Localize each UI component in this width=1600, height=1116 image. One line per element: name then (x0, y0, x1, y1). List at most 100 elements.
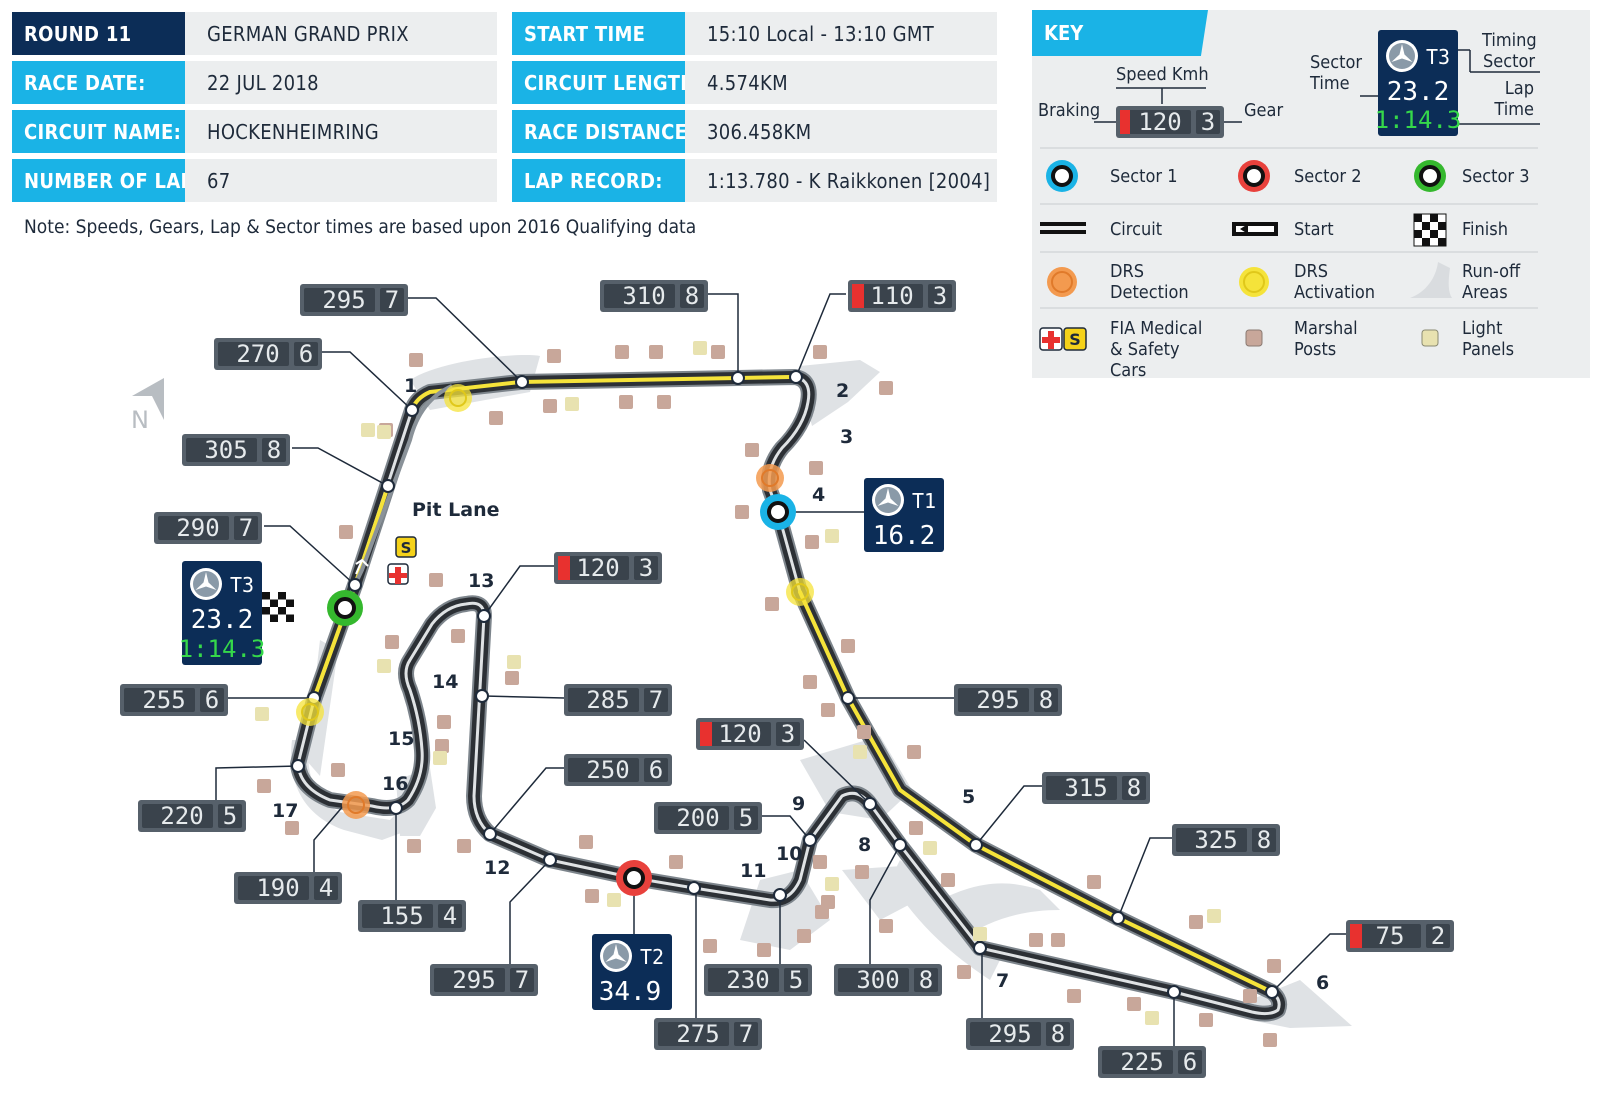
speed-value: 295 (976, 686, 1019, 714)
timing-box-t1: T1 16.2 (864, 478, 944, 552)
key-medical-safety-icon: S (1039, 327, 1087, 351)
light-panel (361, 423, 375, 437)
gear-value: 7 (649, 686, 663, 714)
circuit-name-value: HOCKENHEIMRING (185, 110, 497, 153)
marshal-post (331, 763, 345, 777)
north-label: N (131, 406, 149, 434)
key-finish-label: Finish (1462, 219, 1508, 240)
drs-activation-markers (296, 384, 814, 726)
light-panel (377, 425, 391, 439)
marshal-post (797, 929, 811, 943)
speed-box: 120 3 (696, 718, 804, 750)
speed-value: 120 (576, 554, 619, 582)
north-arrow-icon (132, 378, 164, 420)
light-panel (923, 841, 937, 855)
gear-value: 3 (639, 554, 653, 582)
marshal-post (409, 353, 423, 367)
marshal-post (841, 639, 855, 653)
race-date-value: 22 JUL 2018 (185, 61, 497, 104)
marshal-post (451, 629, 465, 643)
light-panel (825, 529, 839, 543)
key-light-panels-label: Light Panels (1462, 318, 1515, 360)
key-safety-badge: S (1069, 330, 1081, 349)
marshal-post (1199, 1013, 1213, 1027)
gear-value: 4 (319, 874, 333, 902)
gear-value: 8 (919, 966, 933, 994)
key-drs-activation-label: DRS Activation (1294, 261, 1376, 303)
braking-indicator (852, 284, 864, 308)
key-timing-sector-label: Timing Sector (1482, 30, 1537, 72)
marshal-post (429, 573, 443, 587)
turn-13: 13 (468, 570, 494, 592)
speed-value: 155 (380, 902, 423, 930)
gear-value: 4 (443, 902, 457, 930)
marshal-post (615, 345, 629, 359)
gear-value: 6 (1183, 1048, 1197, 1076)
marshal-post (435, 739, 449, 753)
marshal-post (909, 821, 923, 835)
key-braking-label: Braking (1038, 100, 1101, 121)
gear-value: 6 (299, 340, 313, 368)
key-sample-speed: 120 (1138, 108, 1181, 136)
speed-value: 255 (142, 686, 185, 714)
race-name: GERMAN GRAND PRIX (185, 12, 497, 55)
braking-indicator (558, 556, 570, 580)
key-gear-label: Gear (1244, 100, 1284, 121)
safety-car-badge: S (395, 536, 417, 558)
key-medical-label: FIA Medical & Safety Cars (1110, 318, 1203, 381)
svg-text:S: S (401, 539, 412, 557)
marshal-post (1029, 933, 1043, 947)
speed-value: 120 (718, 720, 761, 748)
key-start-icon (1232, 222, 1278, 236)
marshal-post (765, 597, 779, 611)
marshal-post (857, 725, 871, 739)
key-start-label: Start (1294, 219, 1334, 240)
light-panel (255, 707, 269, 721)
data-note: Note: Speeds, Gears, Lap & Sector times … (24, 216, 697, 238)
speed-box: 270 6 (214, 338, 322, 370)
marshal-post (585, 889, 599, 903)
gear-value: 3 (781, 720, 795, 748)
marshal-post (805, 535, 819, 549)
key-sample-sector-time: 23.2 (1387, 77, 1450, 107)
marshal-post (815, 905, 829, 919)
gear-value: 8 (1051, 1020, 1065, 1048)
speed-value: 270 (236, 340, 279, 368)
turn-2: 2 (836, 380, 849, 402)
gear-value: 6 (649, 756, 663, 784)
race-distance-label: RACE DISTANCE: (512, 110, 694, 153)
svg-text:T1: T1 (912, 489, 936, 513)
gear-value: 5 (789, 966, 803, 994)
turn-10: 10 (776, 843, 802, 865)
start-time-value: 15:10 Local - 13:10 GMT (685, 12, 997, 55)
marshal-post (437, 715, 451, 729)
timing-box-t2: T2 34.9 (592, 934, 672, 1010)
laps-value: 67 (185, 159, 497, 202)
svg-text:T3: T3 (230, 573, 254, 597)
speed-value: 295 (322, 286, 365, 314)
laps-label: NUMBER OF LAPS: (12, 159, 214, 202)
key-speed-gear-sample: 120 3 (1094, 87, 1242, 138)
marshal-post (711, 345, 725, 359)
marshal-post (1263, 1033, 1277, 1047)
key-sample-lap-time: 1:14.3 (1375, 106, 1462, 134)
pit-lane-line (342, 384, 453, 609)
circuit-name-label: CIRCUIT NAME: (12, 110, 185, 153)
light-panel (607, 893, 621, 907)
turn-1: 1 (404, 375, 417, 397)
marshal-post (385, 635, 399, 649)
marshal-post (735, 505, 749, 519)
turn-17: 17 (272, 800, 298, 822)
